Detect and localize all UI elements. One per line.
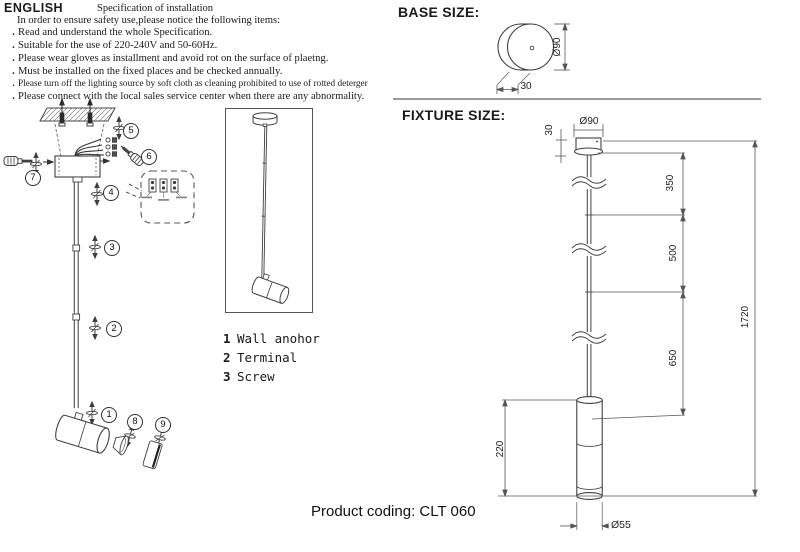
installation-diagram [3, 97, 195, 470]
parts-legend: 1 Wall anohor 2 Terminal 3 Screw [223, 329, 320, 386]
dim-canopy-height: 30 [544, 124, 555, 136]
legend-num: 2 [223, 350, 231, 365]
bullet-text: Please turn off the lighting source by s… [18, 79, 368, 89]
bulb-icon [112, 435, 129, 456]
dim-base-depth: 30 [520, 81, 532, 92]
legend-label: Terminal [237, 350, 298, 365]
callout-1: 1 [101, 407, 117, 423]
dim-overall-length: 1720 [740, 305, 751, 329]
screw-icon [89, 235, 101, 259]
bullet-marker: . [12, 90, 15, 102]
glass-tube-icon [142, 440, 163, 470]
fixture-rod [585, 155, 593, 398]
ceiling-hatch [39, 107, 116, 122]
callout-2: 2 [106, 321, 122, 337]
callout-4: 4 [103, 185, 119, 201]
legend-num: 1 [223, 331, 231, 346]
ceiling-bolt-icon [58, 97, 94, 127]
legend-item: 1 Wall anohor [223, 329, 320, 348]
dim-segment-middle: 500 [668, 244, 679, 262]
bullet-marker: . [12, 40, 15, 51]
safety-bullet-list: .Read and understand the whole Specifica… [9, 27, 409, 104]
suspension-rod [72, 182, 81, 408]
bullet-marker: . [12, 79, 15, 89]
assembled-lamp-panel [225, 108, 313, 313]
bullet-marker: . [12, 53, 15, 64]
bullet-text: Please wear gloves as installment and av… [18, 53, 329, 64]
dim-segment-top: 350 [665, 174, 676, 192]
callout-9: 9 [155, 417, 171, 433]
bullet-text: Suitable for the use of 220-240V and 50-… [18, 40, 218, 51]
terminal-detail-bubble [125, 170, 195, 224]
bullet-item: .Read and understand the whole Specifica… [9, 27, 409, 40]
bullet-text: Please connect with the local sales serv… [18, 90, 365, 102]
dim-base-diameter: Ø90 [552, 37, 563, 57]
panel-border [225, 108, 313, 313]
screw-icon [89, 316, 101, 340]
dim-head-height: 220 [495, 440, 506, 458]
fixture-dimension-lines [498, 124, 758, 530]
fixture-lamp-head [576, 396, 603, 500]
assembled-lamp-drawing [251, 112, 290, 304]
bullet-marker: . [12, 27, 15, 38]
fixture-size-title: FIXTURE SIZE: [402, 107, 506, 123]
base-size-drawing [495, 22, 570, 94]
legend-num: 3 [223, 369, 231, 384]
callout-3: 3 [104, 240, 120, 256]
mounting-canopy [54, 155, 101, 183]
bullet-text: Must be installed on the fixed places an… [18, 66, 283, 77]
bullet-marker: . [12, 66, 15, 77]
fixture-size-drawing [498, 124, 758, 530]
doc-title: Specification of installation [97, 3, 214, 14]
product-coding: Product coding: CLT 060 [311, 503, 476, 520]
base-size-title: BASE SIZE: [398, 4, 480, 20]
screw-icon [86, 401, 98, 425]
callout-7: 7 [25, 170, 41, 186]
wire-terminals [105, 137, 117, 157]
bullet-item: .Please connect with the local sales ser… [9, 91, 409, 104]
fixture-canopy [573, 137, 604, 156]
rod-break-marks [571, 176, 607, 344]
bullet-text: Read and understand the whole Specificat… [18, 27, 213, 38]
language-label: ENGLISH [4, 1, 64, 15]
lamp-head [55, 411, 110, 454]
dim-segment-bottom: 650 [668, 349, 679, 367]
dim-head-diameter: Ø55 [611, 519, 631, 531]
base-disc [497, 23, 555, 71]
callout-8: 8 [127, 414, 143, 430]
bullet-item: .Suitable for the use of 220-240V and 50… [9, 40, 409, 53]
bullet-item: .Must be installed on the fixed places a… [9, 66, 409, 79]
section-divider [393, 98, 761, 100]
intro-line: In order to ensure safety use,please not… [17, 15, 281, 26]
dim-canopy-diameter: Ø90 [579, 116, 599, 127]
screwdriver-icon [3, 156, 33, 166]
legend-item: 3 Screw [223, 367, 320, 386]
guide-line [54, 123, 62, 157]
base-dimension-lines [495, 22, 570, 94]
wires [74, 138, 105, 157]
screwdriver-angled-icon [120, 145, 144, 167]
arrow-right-icon [43, 158, 111, 165]
legend-item: 2 Terminal [223, 348, 320, 367]
bullet-item: .Please wear gloves as installment and a… [9, 53, 409, 66]
legend-label: Screw [237, 369, 275, 384]
bullet-item: .Please turn off the lighting source by … [9, 79, 409, 91]
screw-icon [91, 182, 103, 206]
legend-label: Wall anohor [237, 331, 320, 346]
callout-6: 6 [141, 149, 157, 165]
callout-5: 5 [123, 123, 139, 139]
